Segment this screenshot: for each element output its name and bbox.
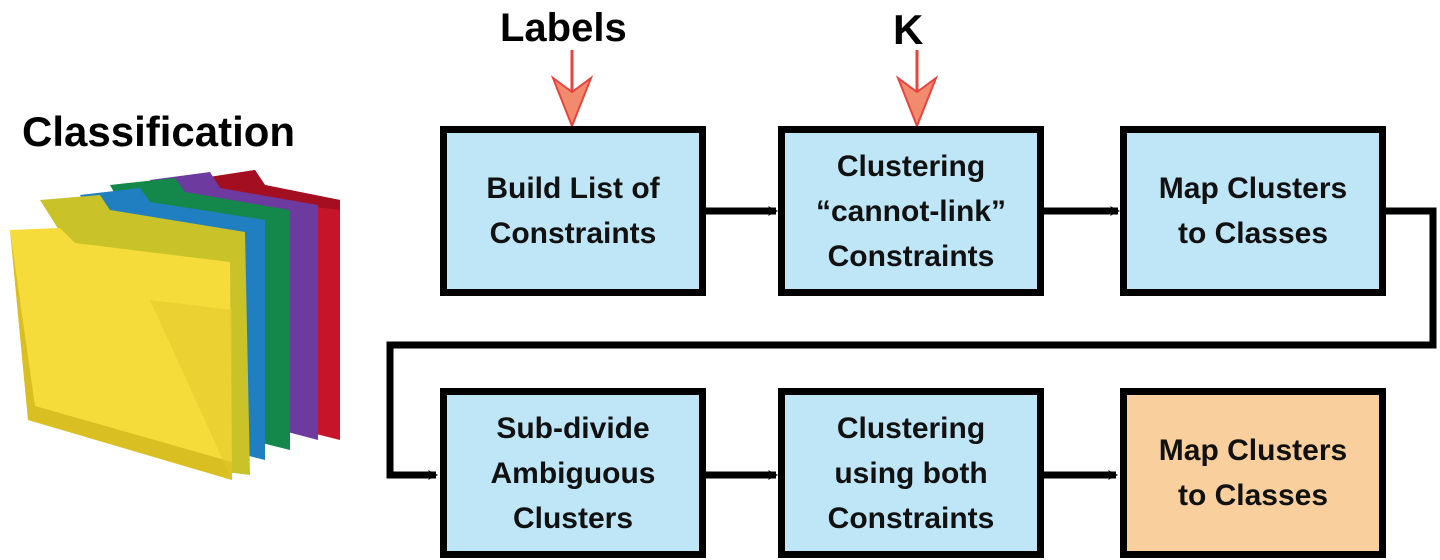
step-label: Map Clusters to Classes — [1158, 434, 1348, 512]
labels-input-arrow — [550, 50, 594, 129]
step-build-constraints: Build List of Constraints — [440, 126, 706, 296]
connector-3-4 — [386, 207, 1437, 480]
folder-stack-icon — [10, 170, 340, 480]
step-label: Sub-divide Ambiguous Clusters — [490, 411, 656, 535]
step-label: Clustering using both Constraints — [827, 411, 995, 535]
diagram-heading: Classification — [22, 108, 296, 155]
step-subdivide-clusters: Sub-divide Ambiguous Clusters — [440, 388, 706, 558]
step-map-clusters-1: Map Clusters to Classes — [1120, 126, 1386, 296]
k-input-label: K — [893, 6, 924, 53]
step-both-constraints-clustering: Clustering using both Constraints — [778, 388, 1044, 558]
labels-input-label: Labels — [500, 6, 627, 50]
step-label: Build List of Constraints — [486, 172, 660, 250]
step-label: Clustering “cannot-link” Constraints — [815, 149, 1006, 273]
step-map-clusters-final: Map Clusters to Classes — [1120, 388, 1386, 558]
step-cannot-link-clustering: Clustering “cannot-link” Constraints — [778, 126, 1044, 296]
k-input-arrow — [895, 50, 939, 129]
step-label: Map Clusters to Classes — [1158, 172, 1348, 250]
